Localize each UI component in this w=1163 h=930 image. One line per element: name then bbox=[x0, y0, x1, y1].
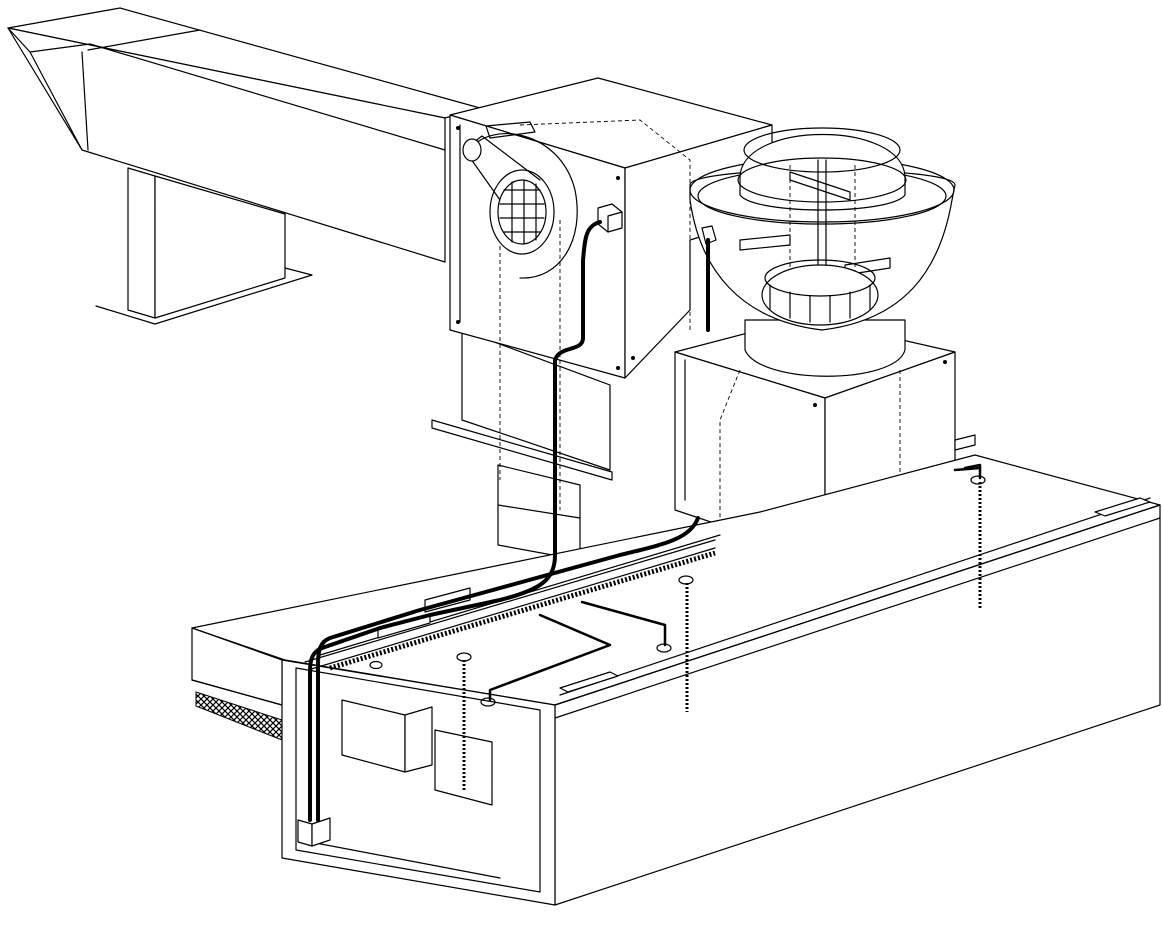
supply-duct bbox=[8, 8, 480, 324]
